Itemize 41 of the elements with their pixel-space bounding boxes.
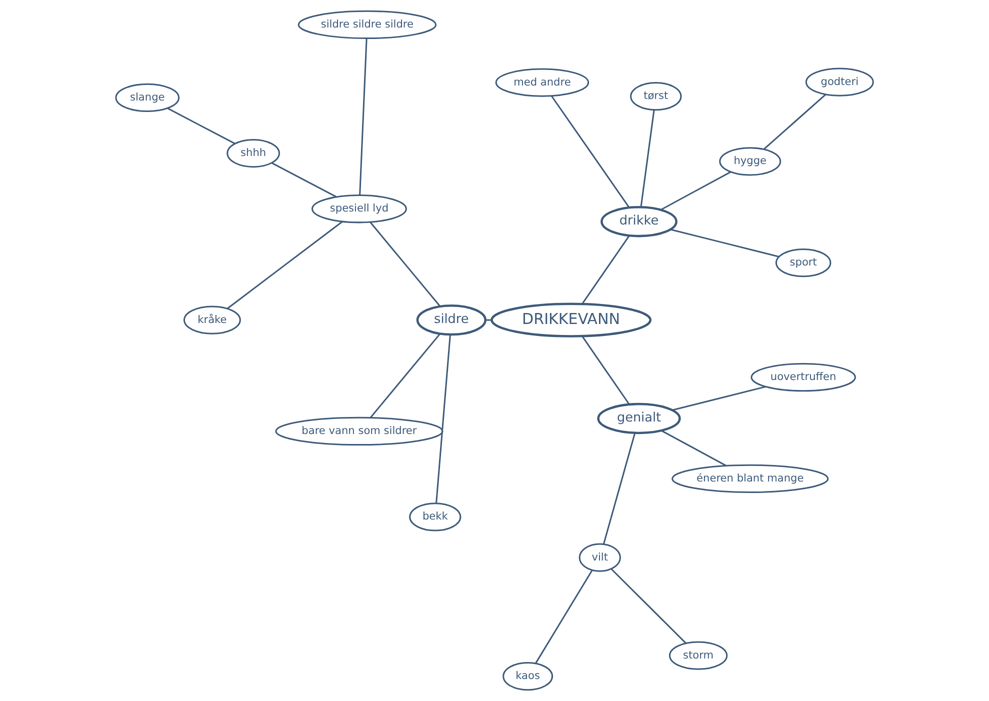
node-ellipse: sport <box>775 248 832 278</box>
connector <box>535 570 593 664</box>
connector <box>359 38 368 196</box>
connector <box>550 95 630 208</box>
connector <box>661 430 726 466</box>
node-ellipse: storm <box>668 641 728 670</box>
connector <box>226 221 343 310</box>
connector <box>610 568 686 644</box>
connector <box>660 171 732 211</box>
connector <box>672 386 766 411</box>
connector <box>582 336 630 405</box>
node-ellipse: spesiell lyd <box>312 194 407 224</box>
node-ellipse: shhh <box>226 138 280 168</box>
node-ellipse: bekk <box>409 502 462 532</box>
node-ellipse: sildre sildre sildre <box>298 10 437 40</box>
node-ellipse: med andre <box>495 68 590 97</box>
node-ellipse: vilt <box>578 543 621 572</box>
node-ellipse: drikke <box>600 206 678 238</box>
connector <box>602 432 636 544</box>
connector <box>670 228 780 258</box>
node-ellipse: uovertruffen <box>750 362 856 392</box>
node-ellipse: DRIKKEVANN <box>490 302 652 338</box>
connector <box>370 333 441 418</box>
node-ellipse: éneren blant mange <box>672 464 829 494</box>
connector <box>167 108 236 144</box>
connector <box>370 222 441 307</box>
node-ellipse: kråke <box>183 306 241 334</box>
node-ellipse: hygge <box>719 147 782 176</box>
connector <box>582 235 630 304</box>
node-ellipse: sildre <box>416 304 486 336</box>
connector <box>271 162 337 198</box>
connector <box>436 334 451 504</box>
node-ellipse: slange <box>115 83 180 112</box>
node-ellipse: kaos <box>502 662 554 691</box>
node-ellipse: bare vann som sildrer <box>275 416 444 446</box>
node-ellipse: genialt <box>597 402 681 434</box>
connector <box>486 319 492 321</box>
node-ellipse: godteri <box>805 68 874 96</box>
connector <box>763 94 826 150</box>
connector <box>640 110 655 208</box>
node-ellipse: tørst <box>630 82 682 111</box>
